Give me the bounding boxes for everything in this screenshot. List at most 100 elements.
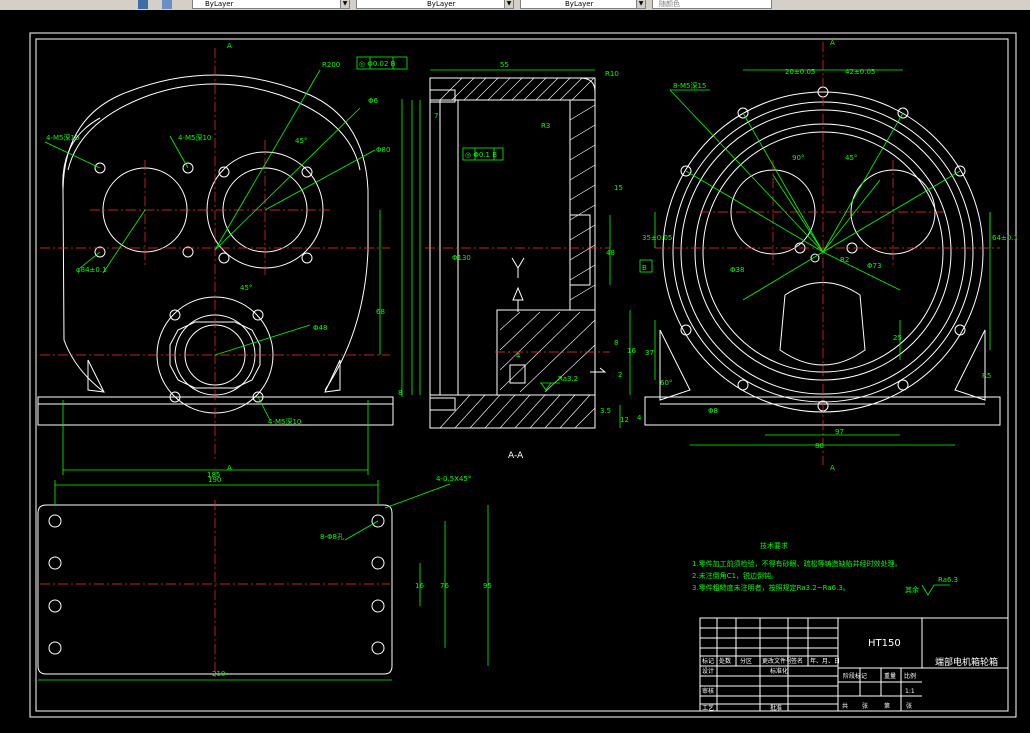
dim-bolt-ring: 8-M5深15 [673, 81, 706, 90]
dim-phi-label: φ84±0.1 [76, 266, 107, 274]
dim-phi73: Φ73 [867, 262, 881, 270]
notes-line-1: 1.零件加工前须检验，不得有砂眼、疏松等铸造缺陷并经时效处理。 [692, 559, 902, 568]
linetype-combo[interactable]: ByLayer ▼ [356, 0, 514, 9]
dim-h4: 4 [516, 352, 521, 360]
dim-bolt-top: 4-M5深10 [178, 133, 211, 142]
row-review: 审核 [702, 687, 714, 695]
dim-h35: 3.5 [600, 407, 611, 415]
chevron-down-icon[interactable]: ▼ [504, 0, 513, 8]
sheets-unit-2: 张 [906, 702, 912, 710]
dim-hole: Φ8 [708, 407, 718, 415]
dim-w190: 190 [208, 476, 221, 484]
tolerance-coax-1: ◎ Φ0.02 B [359, 60, 396, 68]
dim-phi130: Φ130 [452, 254, 471, 262]
dim-25: 25 [893, 334, 902, 342]
dim-h95: 95 [483, 582, 492, 590]
notes-line-3: 3.零件粗糙度未注明者，按照规定Ra3.2~Ra6.3。 [692, 583, 850, 592]
dim-phi48: Φ48 [313, 324, 327, 332]
hdr-count: 处数 [719, 657, 731, 665]
dim-h2: 2 [618, 371, 622, 379]
row-design: 设计 [702, 667, 714, 675]
dim-ang90: 90° [792, 154, 804, 162]
dim-h76: 76 [440, 582, 449, 590]
scale-label: 比例 [904, 672, 916, 680]
side-mark-top: A [830, 39, 835, 47]
linetype-combo-value: ByLayer [427, 0, 456, 8]
roughness-ra: Ra3.2 [558, 375, 578, 383]
sheet-border [29, 32, 1017, 718]
dim-r-small: R2 [840, 256, 849, 264]
section-caption: A-A [508, 451, 524, 461]
dim-r10: R10 [605, 70, 619, 78]
sheets-current: 第 [884, 702, 890, 710]
dim-h8: 8 [398, 389, 402, 397]
dim-20: 20±0.05 [785, 68, 815, 76]
dim-bolt-left: 4-M5深10 [46, 133, 79, 142]
dim-64: 64±0.1 [992, 234, 1018, 242]
dim-h48: 48 [606, 249, 615, 257]
frame-border [35, 38, 1009, 712]
hdr-date: 年、月、日 [810, 657, 840, 665]
datum-b: B [642, 264, 647, 272]
chevron-down-icon[interactable]: ▼ [636, 0, 645, 8]
plotstyle-combo-value: 随颜色 [659, 0, 680, 8]
section-view: ◎ Φ0.02 B ◎ Φ0.1 B 55 R10 R3 7 15 48 8 Φ… [356, 56, 653, 461]
notes-title: 技术要求 [760, 541, 788, 550]
section-mark-top: A [227, 42, 232, 50]
title-block: HT150 端部电机箱轮箱 标记 处数 分区 更改文件号 签名 年、月、日 设计… [699, 617, 1009, 712]
layer-prev-icon[interactable] [162, 0, 172, 9]
hdr-zone: 分区 [740, 657, 752, 665]
dim-h16: 16 [627, 347, 636, 355]
front-view: R200 4-M5深10 4-M5深10 45° Φ80 Φ6 4-M5深10 … [37, 42, 402, 479]
part-name: 端部电机箱轮箱 [935, 656, 998, 668]
drawing-canvas[interactable]: R200 4-M5深10 4-M5深10 45° Φ80 Φ6 4-M5深10 … [0, 10, 1030, 733]
base-plan-view: 190 4-0.5X45° 8-Φ8孔 16 76 95 210 [37, 475, 492, 681]
dim-angle-45b: 45° [240, 284, 252, 292]
tolerance-coax-2: ◎ Φ0.1 B [465, 151, 497, 159]
dim-42: 42±0.05 [845, 68, 875, 76]
dim-bolt-bottom: 4-M5深10 [268, 417, 301, 426]
side-mark-bottom: A [830, 464, 835, 472]
row-process: 工艺 [702, 704, 714, 712]
hdr-sign: 签名 [791, 657, 803, 665]
hdr-change-doc: 更改文件号 [762, 657, 792, 665]
plotstyle-combo[interactable]: 随颜色 [652, 0, 772, 9]
dim-h8b: 8 [614, 339, 618, 347]
layer-state-icon[interactable] [138, 0, 148, 9]
drawing-svg: R200 4-M5深10 4-M5深10 45° Φ80 Φ6 4-M5深10 … [29, 32, 1018, 718]
dim-h7: 7 [434, 112, 438, 120]
row-approve: 批准 [770, 704, 782, 712]
dim-ang45: 45° [845, 154, 857, 162]
dim-r38: Φ38 [730, 266, 744, 274]
dim-width-185: 185 [207, 471, 220, 479]
dim-holes: 8-Φ8孔 [320, 533, 344, 541]
color-combo[interactable]: ByLayer ▼ [192, 0, 350, 9]
rest-roughness: Ra6.3 [938, 576, 958, 584]
sheets-unit-1: 张 [862, 702, 868, 710]
hdr-mark: 标记 [702, 657, 714, 665]
lineweight-combo[interactable]: ByLayer ▼ [520, 0, 646, 9]
dim-phi6: Φ6 [368, 97, 379, 105]
dim-r3: R3 [541, 122, 550, 130]
section-mark-bottom: A [227, 464, 232, 472]
dim-w210: 210 [212, 670, 225, 678]
dim-r200: R200 [322, 61, 340, 69]
dim-r5: R5 [982, 372, 991, 380]
rest-label: 其余 [905, 585, 919, 594]
side-view: 20±0.05 42±0.05 8-M5深15 90° 45° Φ38 Φ73 … [637, 39, 1018, 472]
dim-h68: 68 [376, 308, 385, 316]
dim-h16-base: 16 [415, 582, 424, 590]
dim-h15: 15 [614, 184, 623, 192]
material: HT150 [868, 638, 901, 649]
dim-angle-45: 45° [295, 137, 307, 145]
sheets-total: 共 [842, 702, 848, 710]
stage-label: 阶段标记 [843, 672, 867, 680]
dim-h12: 12 [620, 416, 629, 424]
technical-notes: 技术要求 1.零件加工前须检验，不得有砂眼、疏松等铸造缺陷并经时效处理。 2.未… [692, 541, 958, 596]
chevron-down-icon[interactable]: ▼ [340, 0, 349, 8]
dim-chamfer: 4-0.5X45° [436, 475, 471, 483]
weight-label: 重量 [884, 672, 896, 680]
dim-35: 35±0.05 [642, 234, 672, 242]
row-std: 标准化 [770, 667, 788, 675]
notes-line-2: 2.未注倒角C1，锐边倒钝。 [692, 571, 778, 580]
